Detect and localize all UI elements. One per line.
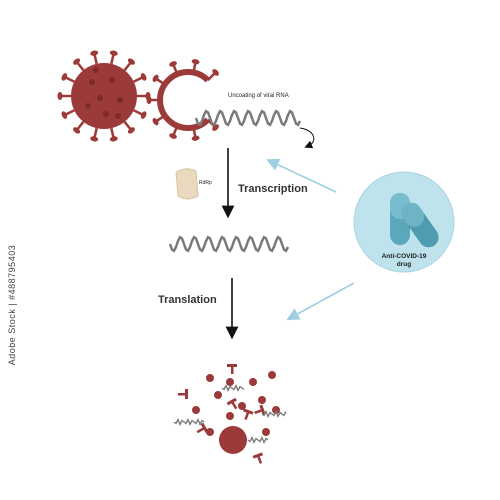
viral-components-cluster [173,364,287,464]
spike-tip-icon [127,127,135,134]
spike-tip-icon [57,92,63,100]
component-dot-icon [226,412,234,420]
spike-tip-icon [152,118,159,126]
drug-label: Anti-COVID-19 drug [374,253,434,269]
component-dot-icon [206,428,214,436]
rna-fragment-icon [173,417,205,427]
rna-fragment-icon [221,383,245,393]
protein-peg-icon [227,364,237,367]
virus-shell-icon [157,69,210,131]
component-dot-icon [258,396,266,404]
spike-tip-icon [109,50,118,56]
protein-peg-icon [259,404,266,416]
spike-tip-icon [90,136,99,142]
protein-peg-icon [200,422,209,433]
uncoating-label: Uncoating of viral RNA [228,93,289,99]
spike-tip-icon [191,59,200,65]
virus-dot-icon [103,111,109,117]
translation-label: Translation [158,294,217,306]
component-dot-icon [192,406,200,414]
virus-intact-icon [57,50,151,142]
protein-peg-icon [252,452,264,459]
virus-body-icon [71,63,137,129]
protein-peg-stem-icon [257,455,263,464]
spike-tip-icon [191,135,200,141]
virus-dot-icon [97,95,103,101]
transcription-label: Transcription [238,183,308,195]
drug-pill-icon [390,193,439,248]
spike-tip-icon [73,127,81,134]
rna-copy-strand-icon [168,235,290,253]
protein-peg-stem-icon [244,411,250,421]
spike-tip-icon [109,136,118,142]
drug-inhibits-translation-arrow-icon [286,282,355,321]
spike-tip-icon [61,111,68,119]
spike-tip-icon [146,96,152,104]
stock-id-label: Adobe Stock | #488795403 [7,244,18,366]
protein-peg-stem-icon [254,409,263,415]
component-dot-icon [238,402,246,410]
spike-tip-icon [73,58,81,65]
spike-tip-icon [152,74,159,82]
rna-curl-arrow-icon [299,127,315,149]
spike-tip-icon [140,73,147,81]
protein-peg-icon [185,389,188,399]
spike-tip-icon [169,61,177,67]
rna-fragment-icon [247,435,269,445]
protein-peg-icon [242,408,254,415]
component-dot-icon [214,391,222,399]
virus-uncoating-icon [146,59,219,141]
component-dot-icon [249,378,257,386]
protein-peg-stem-icon [196,427,205,434]
rdrp-label: RdRp [199,180,212,186]
virus-dot-icon [117,97,123,103]
spike-tip-icon [90,50,99,56]
component-large-sphere-icon [219,426,247,454]
virus-dot-icon [109,77,115,83]
spike-tip-icon [127,58,135,65]
rdrp-enzyme-icon [175,168,199,200]
spike-tip-icon [212,69,219,76]
drug-label-line2: drug [396,261,412,268]
virus-dot-icon [89,79,95,85]
virus-dot-icon [85,103,91,109]
drug-inhibits-transcription-arrow-icon [266,158,337,193]
virus-dot-icon [115,113,121,119]
virus-dot-icon [93,67,99,73]
component-dot-icon [262,428,270,436]
spike-tip-icon [61,73,68,81]
component-dot-icon [268,371,276,379]
protein-peg-icon [226,397,237,406]
rna-fragment-icon [261,409,287,419]
protein-peg-stem-icon [231,401,238,410]
protein-peg-stem-icon [178,393,186,396]
component-dot-icon [226,378,234,386]
drug-label-line1: Anti-COVID-19 [381,253,427,260]
component-dot-icon [272,406,280,414]
protein-peg-stem-icon [231,366,234,374]
component-dot-icon [206,374,214,382]
spike-tip-icon [169,133,177,139]
viral-rna-strand-icon [194,109,302,127]
spike-tip-icon [140,111,147,119]
